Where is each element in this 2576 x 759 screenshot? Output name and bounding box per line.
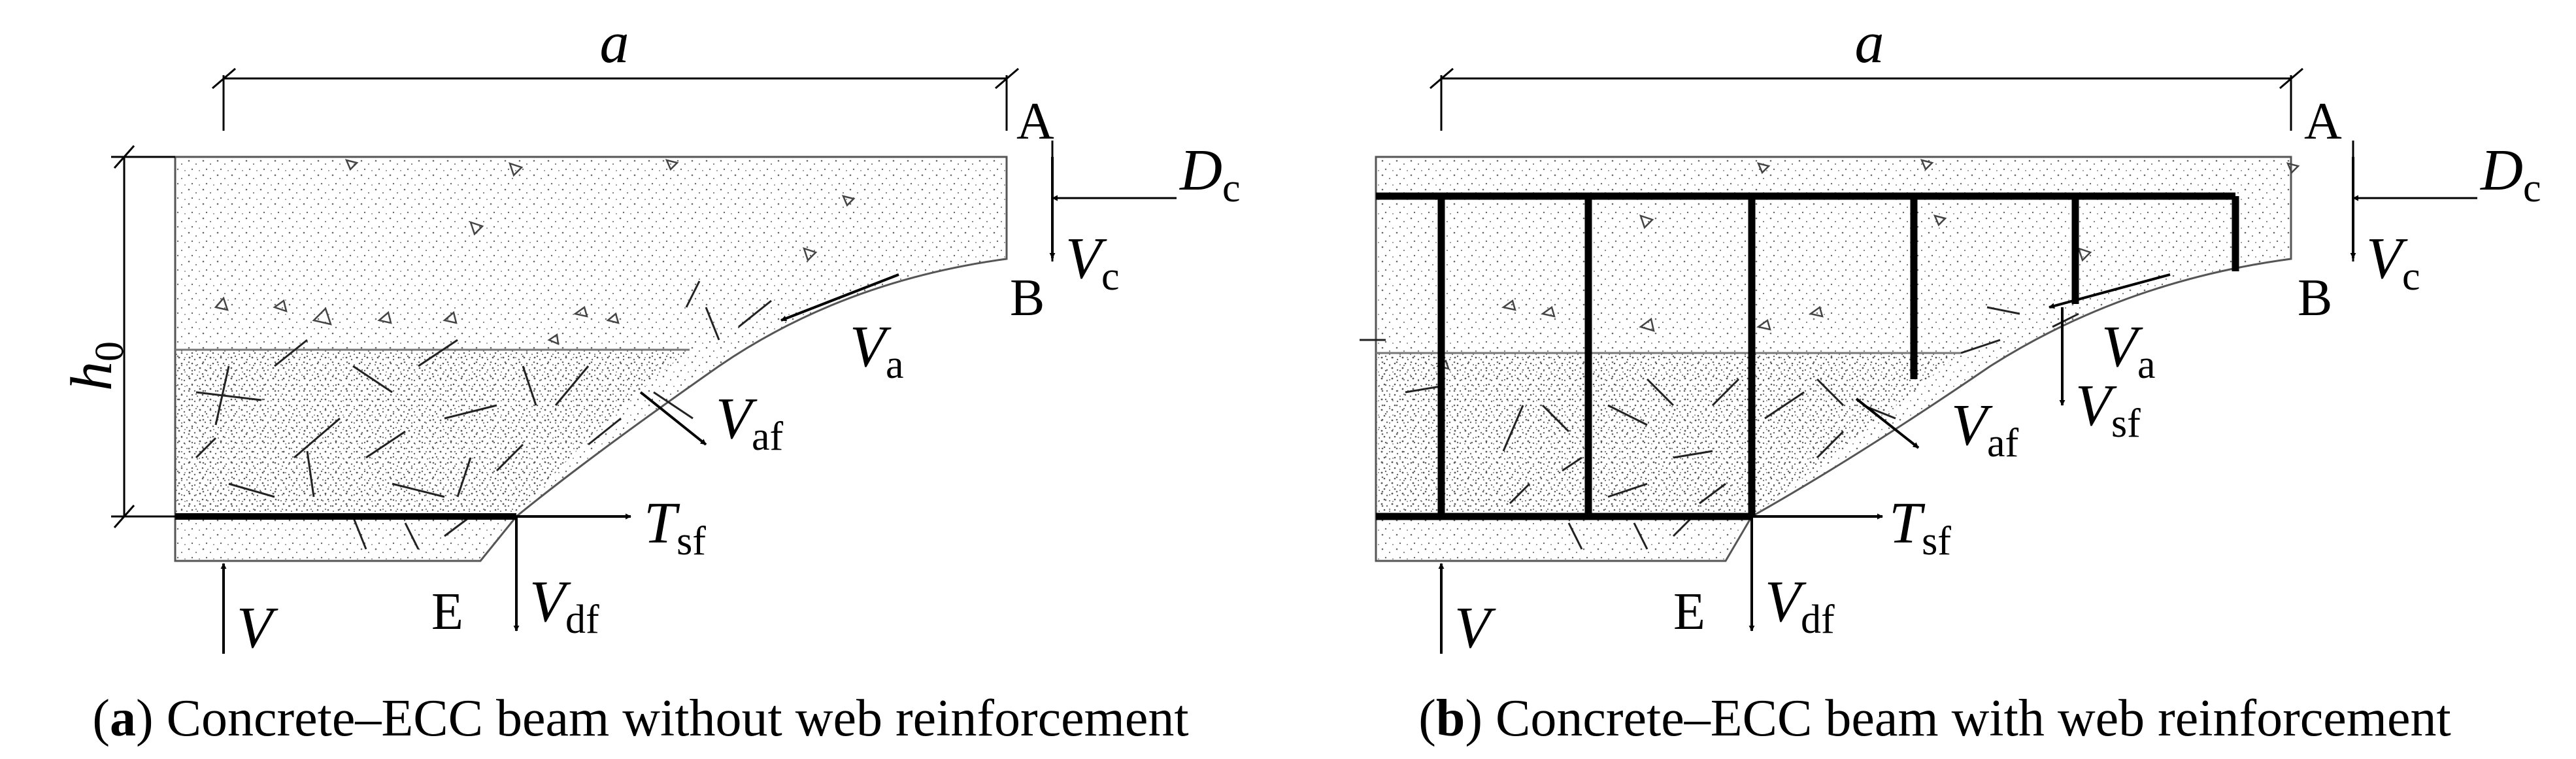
dimension-a-top (212, 67, 1019, 131)
caption-a: (a) Concrete–ECC beam without web reinfo… (92, 690, 1188, 747)
force-dc-label-b: Dc (2479, 138, 2541, 211)
force-vaf-label-a: Vaf (716, 386, 784, 459)
force-vaf-arrow-b (1855, 397, 1920, 449)
force-tsf-label-a: Tsf (644, 491, 706, 564)
label-a-span: a (600, 10, 629, 75)
force-va-arrow-b (2049, 273, 2171, 309)
cover-block-a (174, 515, 519, 562)
label-a-span-b: a (1855, 10, 1884, 75)
force-vdf-label-a: Vdf (529, 569, 599, 642)
force-va-label-b: Va (2101, 314, 2156, 387)
force-v-label-a: V (237, 596, 278, 660)
ecc-layer-b (1376, 353, 1961, 516)
point-b-label-b: B (2298, 269, 2332, 327)
force-tsf-label-b: Tsf (1889, 491, 1951, 564)
dimension-h0 (111, 145, 175, 528)
label-h0: h0 (59, 341, 132, 391)
point-e-label-a: E (431, 583, 463, 641)
force-vaf-label-b: Vaf (1951, 393, 2019, 465)
fibers-b (1360, 306, 2079, 550)
panel-a: a h0 A B E Dc Vc Va Vaf Tsf (59, 10, 1241, 747)
force-vaf-arrow-a (639, 391, 707, 446)
caption-b: (b) Concrete–ECC beam with web reinforce… (1418, 690, 2451, 747)
panel-b: a A B E Dc Vc Va Vsf Vaf Tsf Vdf V (b) C… (1360, 10, 2541, 747)
point-a-label-b: A (2304, 93, 2342, 150)
point-e-label-b: E (1673, 583, 1705, 641)
stirrups-b (1437, 196, 2239, 516)
dimension-b-top (1430, 67, 2303, 131)
force-vc-label-a: Vc (1065, 226, 1120, 299)
force-v-label-b: V (1454, 596, 1496, 660)
ecc-layer-a (175, 350, 690, 516)
aggregates-a (214, 159, 856, 346)
point-a-label-a: A (1016, 93, 1054, 150)
force-va-arrow-a (780, 273, 899, 322)
aggregates-b (1435, 159, 2300, 370)
force-dc-label-a: Dc (1179, 138, 1241, 211)
force-vc-label-b: Vc (2366, 226, 2420, 299)
fibers-a (195, 280, 772, 550)
force-va-label-a: Va (850, 314, 904, 387)
point-b-label-a: B (1010, 269, 1045, 327)
force-vdf-label-b: Vdf (1765, 569, 1835, 642)
force-vsf-label-b: Vsf (2075, 373, 2141, 446)
cover-block-b (1375, 515, 1754, 562)
